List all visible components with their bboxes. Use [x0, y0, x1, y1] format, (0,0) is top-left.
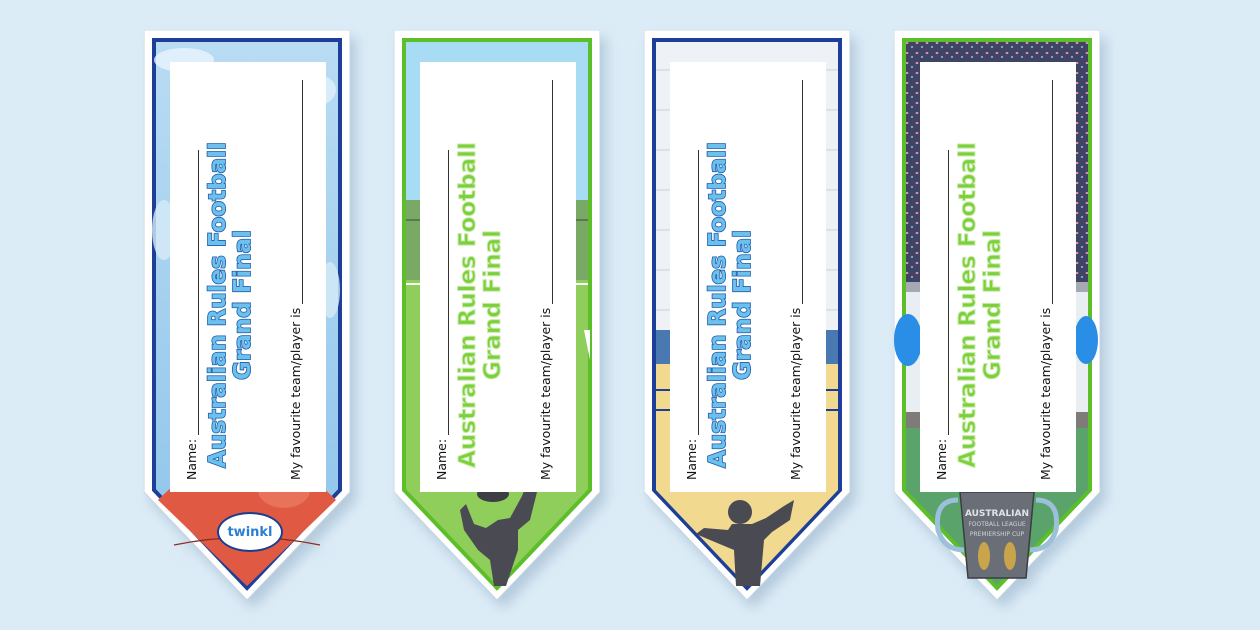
bookmark-2[interactable]: Name: Australian Rules Football Grand Fi… [394, 30, 600, 600]
bookmark-title: Australian Rules Football Grand Final [455, 130, 507, 480]
text-panel: Name: Australian Rules Football Grand Fi… [420, 62, 576, 492]
bookmark-title: Australian Rules Football Grand Final [704, 130, 757, 480]
text-panel: Name: Australian Rules Football Grand Fi… [920, 62, 1076, 492]
title-line-1: Australian Rules Football [204, 141, 232, 468]
favourite-label: My favourite team/player is [288, 307, 303, 480]
name-input-line[interactable] [436, 150, 449, 435]
favourite-field[interactable]: My favourite team/player is [538, 80, 553, 480]
name-field[interactable]: Name: [684, 150, 699, 480]
text-panel: Name: Australian Rules Football Grand Fi… [670, 62, 826, 492]
bookmark-title: Australian Rules Football Grand Final [955, 130, 1007, 480]
bookmark-3[interactable]: Name: Australian Rules Football Grand Fi… [644, 30, 850, 600]
title-line-2: Grand Final [980, 230, 1007, 381]
name-input-line[interactable] [936, 150, 949, 435]
title-line-2: Grand Final [480, 230, 507, 381]
twinkl-logo: twinkl [217, 512, 283, 552]
name-label: Name: [934, 438, 949, 480]
favourite-label: My favourite team/player is [1038, 307, 1053, 480]
title-line-1: Australian Rules Football [955, 142, 982, 469]
favourite-input-line[interactable] [1040, 80, 1053, 304]
favourite-label: My favourite team/player is [538, 307, 553, 480]
svg-text:AUSTRALIAN: AUSTRALIAN [965, 509, 1029, 519]
favourite-field[interactable]: My favourite team/player is [288, 80, 303, 480]
favourite-input-line[interactable] [540, 80, 553, 304]
text-panel: Name: Australian Rules Football Grand Fi… [170, 62, 326, 492]
name-input-line[interactable] [686, 150, 699, 435]
favourite-label: My favourite team/player is [788, 307, 803, 480]
bookmark-1[interactable]: Name: Australian Rules Football Grand Fi… [144, 30, 350, 600]
bookmark-4[interactable]: AUSTRALIAN FOOTBALL LEAGUE PREMIERSHIP C… [894, 30, 1100, 600]
svg-text:PREMIERSHIP CUP: PREMIERSHIP CUP [970, 531, 1025, 538]
title-line-2: Grand Final [729, 229, 757, 381]
name-field[interactable]: Name: [934, 150, 949, 480]
favourite-input-line[interactable] [290, 80, 303, 304]
name-label: Name: [434, 438, 449, 480]
favourite-field[interactable]: My favourite team/player is [788, 80, 803, 480]
name-label: Name: [684, 438, 699, 480]
name-field[interactable]: Name: [434, 150, 449, 480]
title-line-1: Australian Rules Football [455, 142, 482, 469]
title-line-2: Grand Final [229, 229, 257, 381]
name-input-line[interactable] [186, 150, 199, 435]
name-field[interactable]: Name: [184, 150, 199, 480]
favourite-input-line[interactable] [790, 80, 803, 304]
bookmark-title: Australian Rules Football Grand Final [204, 130, 257, 480]
favourite-field[interactable]: My favourite team/player is [1038, 80, 1053, 480]
title-line-1: Australian Rules Football [704, 141, 732, 468]
name-label: Name: [184, 438, 199, 480]
svg-text:FOOTBALL LEAGUE: FOOTBALL LEAGUE [968, 521, 1026, 528]
